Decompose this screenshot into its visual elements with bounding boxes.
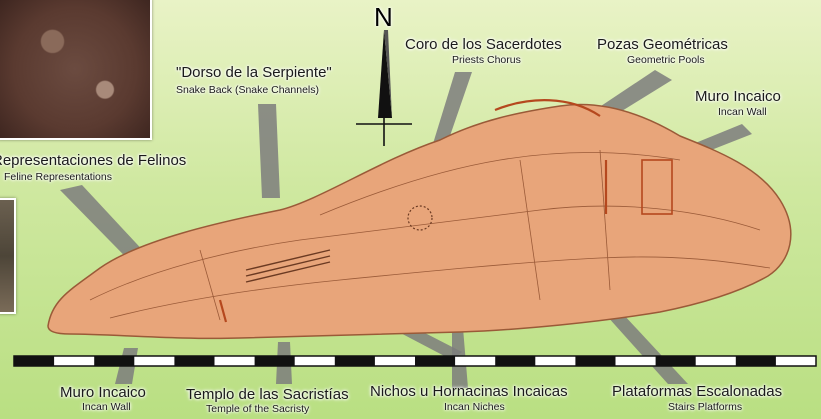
label-pozas-en: Geometric Pools bbox=[627, 54, 705, 66]
pointer-dorso bbox=[258, 104, 280, 198]
label-muro-bottom-es: Muro Incaico bbox=[60, 384, 146, 401]
site-photo-top bbox=[0, 0, 152, 140]
compass-rose bbox=[356, 30, 412, 146]
label-dorso-en: Snake Back (Snake Channels) bbox=[176, 84, 319, 96]
label-muro-bottom-en: Incan Wall bbox=[82, 401, 131, 413]
compass-north-letter: N bbox=[374, 2, 393, 32]
site-outline bbox=[47, 103, 792, 340]
site-photo-left bbox=[0, 198, 16, 314]
scale-bar-segment bbox=[575, 356, 616, 366]
label-templo-en: Temple of the Sacristy bbox=[206, 403, 310, 415]
scale-bar-segment bbox=[415, 356, 456, 366]
label-plataformas-es: Plataformas Escalonadas bbox=[612, 383, 783, 400]
scale-bar-segment bbox=[254, 356, 295, 366]
scale-bar-segment bbox=[334, 356, 375, 366]
site-walls bbox=[218, 99, 673, 323]
label-muro-right-en: Incan Wall bbox=[718, 106, 767, 118]
scale-bar-segment bbox=[655, 356, 696, 366]
label-felinos-es: Representaciones de Felinos bbox=[0, 152, 187, 169]
scale-bar-segment bbox=[735, 356, 776, 366]
scale-bar-segment bbox=[174, 356, 215, 366]
site-contours bbox=[89, 149, 771, 321]
scale-bar-segment bbox=[94, 356, 135, 366]
label-coro-es: Coro de los Sacerdotes bbox=[405, 36, 562, 53]
label-muro-right-es: Muro Incaico bbox=[695, 88, 781, 105]
scale-bar bbox=[13, 355, 817, 367]
scale-bar-segment bbox=[14, 356, 55, 366]
label-coro-en: Priests Chorus bbox=[452, 54, 521, 66]
label-nichos-es: Nichos u Hornacinas Incaicas bbox=[370, 383, 568, 400]
label-templo-es: Templo de las Sacristías bbox=[186, 386, 349, 403]
chorus-circle bbox=[407, 205, 433, 231]
label-plataformas-en: Stairs Platforms bbox=[668, 401, 743, 413]
snake-channels bbox=[245, 249, 331, 283]
label-pozas-es: Pozas Geométricas bbox=[597, 36, 728, 53]
label-dorso-es: "Dorso de la Serpiente" bbox=[176, 64, 332, 81]
label-felinos-en: Feline Representations bbox=[4, 171, 112, 183]
label-nichos-en: Incan Niches bbox=[444, 401, 505, 413]
scale-bar-segment bbox=[495, 356, 536, 366]
